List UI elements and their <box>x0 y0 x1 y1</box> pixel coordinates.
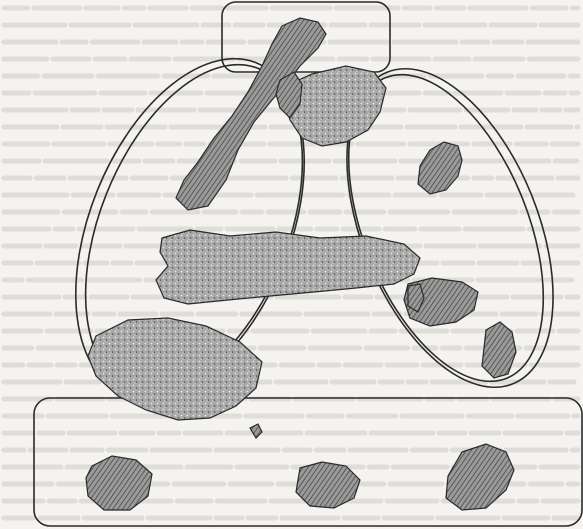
blob-right-lower <box>482 322 516 378</box>
blob-bottom-tiny <box>250 424 262 438</box>
blob-middle-band <box>156 230 420 304</box>
blob-right-upper <box>418 142 462 194</box>
